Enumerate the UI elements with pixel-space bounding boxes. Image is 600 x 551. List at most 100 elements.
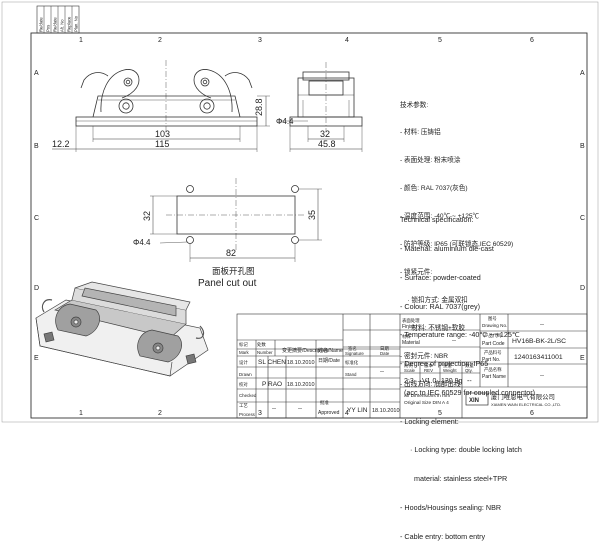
spec-cn-line: · 材料: 不锈钢+软胶 (400, 324, 466, 332)
qty-en: Qty. (465, 368, 473, 373)
material-value: -- (452, 338, 456, 344)
dim-cut-32: 32 (142, 211, 152, 221)
part-no-en: Part No. (482, 357, 500, 363)
spec-cn-line: - 出线方向: 底部出线 (400, 380, 461, 388)
spec-cn-line: - 锁紧元件: (400, 268, 433, 276)
frame-number-top: 2 (158, 37, 162, 44)
spec-cn-line: - 温度范围: -40℃ ~ +125℃ (400, 213, 480, 221)
standard-label: 标准化 (345, 359, 359, 366)
drawing-no-value: -- (540, 322, 544, 328)
frame-number-bottom: 1 (79, 410, 83, 417)
frame-number-bottom: 5 (438, 410, 442, 417)
process-date: -- (298, 406, 302, 412)
dim-side-45-8: 45.8 (318, 139, 336, 149)
finish-en: Finish (402, 324, 416, 330)
strip-label: Alt. No (60, 19, 65, 32)
checked-label: 校对 (239, 381, 248, 388)
spec-en-line: material: stainless steel+TPR (400, 474, 508, 484)
dim-cut-4-4: Φ4.4 (133, 238, 151, 247)
spec-cn-line: 技术参数: (400, 101, 429, 109)
frame-number-bottom: 3 (258, 410, 262, 417)
frame-letter-right: B (580, 143, 585, 150)
frame-letter-right: C (580, 215, 585, 222)
drawn-date: 18.10.2010 (287, 360, 315, 366)
rev-name-label: 姓名/Name (318, 347, 343, 354)
spec-en-line: - Hoods/Housings sealing: NBR (400, 503, 502, 512)
frame-letter-right: D (580, 285, 585, 292)
strip-label: Re/date (53, 17, 58, 32)
weight-label: 重量 (443, 362, 452, 369)
qty-label: 数量 (465, 362, 474, 369)
company-name-en: XIAMEN WAIN ELECTRICAL CO.,LTD. (491, 402, 561, 407)
spec-cn-line: - 表面处理: 粉末喷涂 (400, 157, 461, 165)
process-label: 工艺 (239, 403, 248, 408)
spec-en-line: - Colour: RAL 7037(grey) (400, 301, 481, 311)
spec-cn-block: 技术参数: - 材料: 压铸铝 - 表面处理: 粉末喷涂 - 颜色: RAL 7… (400, 82, 513, 398)
company-logo-icon (465, 392, 489, 406)
spec-en-line: - Cable entry: bottom entry (400, 531, 486, 541)
spec-en-line: - Material: aluminium die-cast (400, 243, 494, 253)
side-view (278, 62, 363, 152)
frame-number-bottom: 6 (530, 410, 534, 417)
part-name-en: Part Name (482, 374, 506, 380)
frame-number-bottom: 4 (345, 410, 349, 417)
front-view (52, 60, 270, 152)
rev-date2-label: 日期 (380, 346, 389, 352)
strip-label: Pos (46, 25, 51, 32)
company-logo: XIN (469, 398, 479, 404)
approved-date: 18.10.2010 (372, 408, 400, 414)
dims-note-1: All Dimensions in mm (404, 393, 450, 399)
process-en: Process (239, 412, 256, 417)
title-block-grid (236, 313, 588, 419)
frame-number-bottom: 2 (158, 410, 162, 417)
cutout-caption-en: Panel cut out (198, 278, 257, 289)
scale-value: 2:3 (404, 378, 414, 385)
strip-label: Plan. No (74, 15, 79, 32)
finish-value: -- (452, 322, 456, 328)
frame-number-top: 5 (438, 37, 442, 44)
frame-letter-left: C (34, 215, 39, 222)
checked-date: 18.10.2010 (287, 382, 315, 388)
drawn-name: SL CHEN (258, 359, 286, 366)
process-name: -- (272, 406, 276, 412)
approved-name: YY LIN (347, 407, 368, 414)
drawing-no-en: Drawing No. (482, 323, 507, 328)
drawn-en: Drawn (239, 372, 252, 377)
qty-value: -- (467, 378, 472, 385)
frame-letter-right: A (580, 70, 585, 77)
frame-number-top: 4 (345, 37, 349, 44)
strip-label: Replace (67, 16, 72, 32)
frame-letter-right: E (580, 355, 585, 362)
rev-signature-en: Signature (345, 351, 364, 356)
approved-en: Approved (318, 410, 340, 416)
weight-en: Weight (443, 368, 457, 373)
dim-103: 103 (155, 129, 170, 139)
frame-number-top: 3 (258, 37, 262, 44)
spec-cn-line: - 材料: 压铸铝 (400, 129, 441, 137)
rev-count-en: Number (257, 350, 273, 355)
frame-letter-left: E (34, 355, 39, 362)
spec-en-line: (acc.to IEC 60529 for coupled connector) (400, 387, 536, 397)
drawing-canvas: 1 2 3 4 5 6 1 2 3 4 5 6 A B C D E A B C … (1, 1, 599, 423)
spec-en-line: - Temperature range: -40℃ ~ +125℃ (400, 330, 520, 340)
standard-value: -- (380, 369, 384, 375)
dim-side-4-4: Φ4.4 (276, 117, 294, 126)
spec-en-block: Technical specification: - Material: alu… (400, 196, 535, 551)
rev-mark-en: Mark (239, 350, 250, 355)
rev-desc-label: 变更摘要/Description (282, 347, 329, 354)
isometric-view (35, 281, 209, 377)
side-revision-strip: Re/date Pos Re/date Alt. No Replace Plan… (36, 5, 80, 34)
part-code-label: 产品代码 (484, 332, 502, 339)
frame-number-top: 6 (530, 37, 534, 44)
frame-number-top: 1 (79, 37, 83, 44)
spec-cn-line: - 防护等级: IP65 (可联锁态,IEC 60529) (400, 241, 514, 249)
part-no-value: 1240163411001 (514, 354, 563, 361)
rev-mark-label: 标记 (239, 341, 248, 348)
rev-date-label: 日期/Date (318, 358, 340, 364)
rev-signature-label: 签名 (348, 345, 357, 352)
material-en: Material (402, 340, 420, 346)
scale-en: Scale (404, 368, 416, 373)
dim-cut-35: 35 (307, 210, 317, 220)
drawing-no-label: 图号 (488, 316, 497, 322)
dims-note-2: Original Size DIN A 4 (404, 400, 449, 406)
